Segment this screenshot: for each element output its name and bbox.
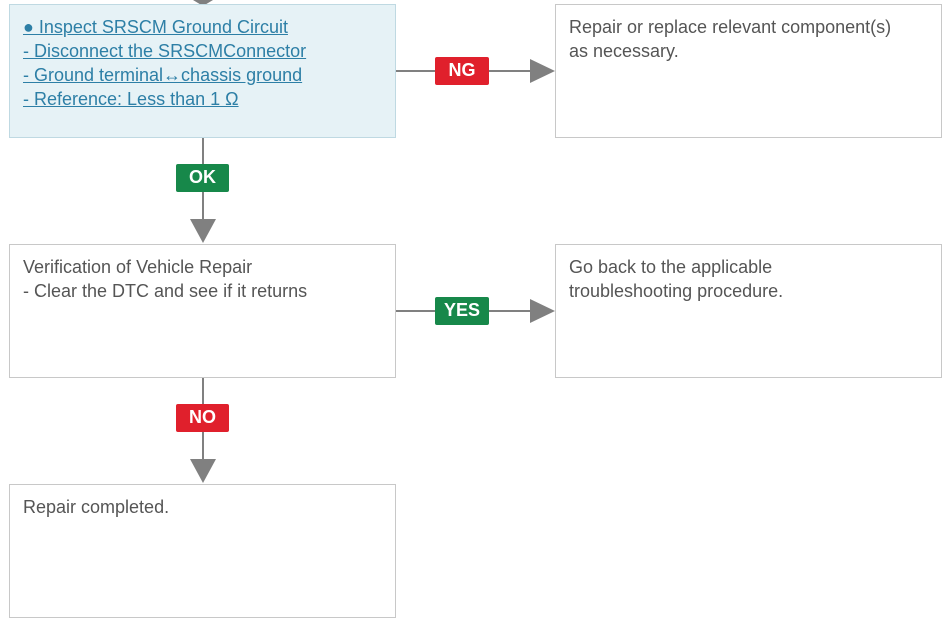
repair-replace-line-2: as necessary. [569,41,679,61]
go-back-line-1: Go back to the applicable [569,257,773,277]
ok-badge: OK [176,164,229,192]
no-badge: NO [176,404,229,432]
incoming-arrow [193,0,213,6]
inspect-srscm-ground-box: ● Inspect SRSCM Ground Circuit - Disconn… [9,4,396,138]
go-back-line-2: troubleshooting procedure. [569,281,784,301]
verification-title: Verification of Vehicle Repair [23,257,253,277]
ng-badge: NG [435,57,489,85]
inspect-step-ground-link[interactable]: - Ground terminal↔chassis ground [23,65,303,85]
inspect-step-reference-link[interactable]: - Reference: Less than 1 Ω [23,89,239,109]
inspect-title-link[interactable]: ● Inspect SRSCM Ground Circuit [23,17,288,37]
yes-badge: YES [435,297,489,325]
inspect-step-disconnect-link[interactable]: - Disconnect the SRSCMConnector [23,41,307,61]
repair-completed-text: Repair completed. [23,497,170,517]
repair-completed-box: Repair completed. [9,484,396,618]
repair-replace-line-1: Repair or replace relevant component(s) [569,17,892,37]
verification-box: Verification of Vehicle Repair - Clear t… [9,244,396,378]
verification-step: - Clear the DTC and see if it returns [23,281,308,301]
go-back-box: Go back to the applicable troubleshootin… [555,244,942,378]
repair-replace-box: Repair or replace relevant component(s) … [555,4,942,138]
